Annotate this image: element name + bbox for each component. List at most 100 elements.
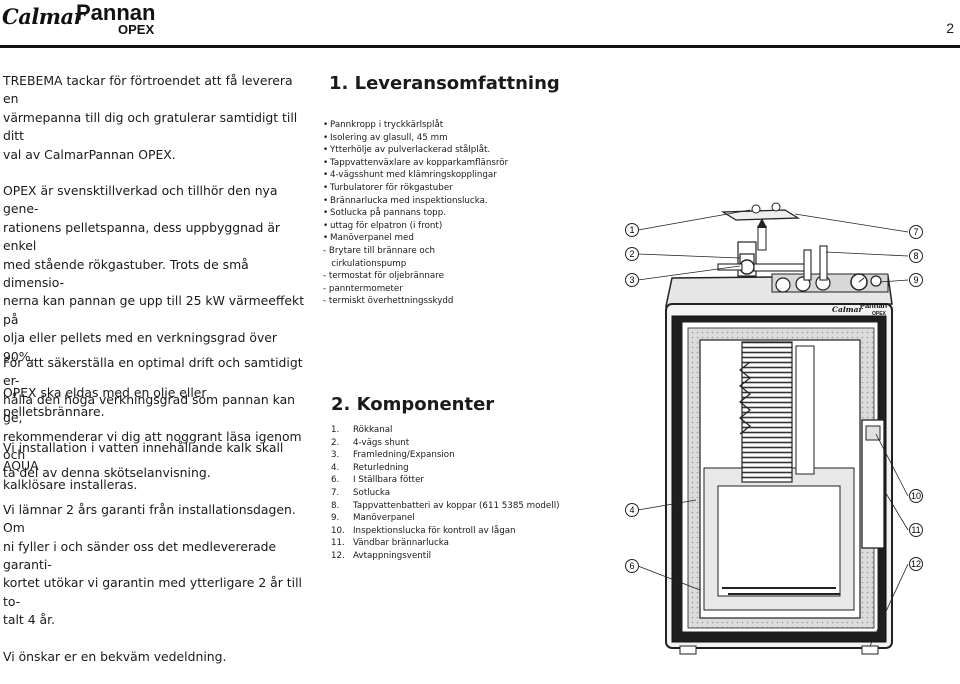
logo-brand-text: Pannan xyxy=(76,0,156,25)
adjustable-foot xyxy=(861,645,879,655)
component-text: Framledning/Expansion xyxy=(353,450,455,461)
list-item: •Manöverpanel med xyxy=(323,232,573,245)
list-item-text: - termiskt överhettningsskydd xyxy=(323,296,454,307)
component-text: I Ställbara fötter xyxy=(353,475,424,486)
component-item: 9. Manöverpanel xyxy=(331,512,591,525)
list-item: - termostat för oljebrännare xyxy=(323,270,573,283)
list-item-text: - Brytare till brännare och xyxy=(323,245,436,256)
list-item-text: Brännarlucka med inspektionslucka. xyxy=(330,195,488,206)
page-number: 2 xyxy=(946,20,954,36)
callout-label: 1 xyxy=(629,225,634,235)
component-item: 8.Tappvattenbatteri av koppar (611 5385 … xyxy=(331,500,591,513)
intro-paragraph: TREBEMA tackar för förtroendet att få le… xyxy=(3,73,298,162)
callout-label: 2 xyxy=(629,249,634,259)
callout-marker: 10 xyxy=(909,489,923,503)
callout-marker: 8 xyxy=(909,249,923,263)
list-item: - Brytare till brännare och xyxy=(323,245,573,258)
component-text: Inspektionslucka för kontroll av lågan xyxy=(353,525,516,536)
bullet-marker: • xyxy=(323,220,329,231)
illustration-logo-brand: Pannan xyxy=(860,301,888,310)
boiler-cutaway-illustration: Calmar Pannan OPEX xyxy=(625,202,923,655)
list-item: - termiskt överhettningsskydd xyxy=(323,295,573,308)
component-item: 2.4-vägs shunt xyxy=(331,437,591,450)
list-item-text: - panntermometer xyxy=(323,283,403,294)
component-number: 8. xyxy=(331,500,340,511)
component-item: 3.Framledning/Expansion xyxy=(331,449,591,462)
callout-markers: 1 2 3 7 8 9 4 6 xyxy=(625,223,923,573)
component-number: 2. xyxy=(331,437,340,448)
component-number: 1. xyxy=(331,425,340,435)
list-item-text: Sotlucka på pannans topp. xyxy=(330,208,446,219)
callout-marker: 2 xyxy=(625,247,639,261)
bullet-marker: • xyxy=(323,182,329,193)
list-item-text: Ytterhölje av pulverlackerad stålplåt. xyxy=(330,145,491,156)
list-item: •Turbulatorer för rökgastuber xyxy=(323,182,573,195)
body-paragraph: Vi lämnar 2 års garanti från installatio… xyxy=(3,501,302,628)
list-item-text: Isolering av glasull, 45 mm xyxy=(330,132,448,143)
list-item-text: 4-vägsshunt med klämringskopplingar xyxy=(330,170,497,181)
illustration-logo-model: OPEX xyxy=(872,311,887,317)
component-item: 10.Inspektionslucka för kontroll av låga… xyxy=(331,525,591,538)
component-text: Rökkanal xyxy=(353,425,393,435)
flue-and-shunt xyxy=(717,202,828,281)
callout-marker: 12 xyxy=(909,557,923,571)
switch-icon xyxy=(775,277,791,293)
warranty-column: För att säkerställa en optimal drift och… xyxy=(3,354,308,684)
callout-marker: 3 xyxy=(625,273,639,287)
intro-paragraph: OPEX ska eldas med en olje eller pellets… xyxy=(3,385,207,419)
bullet-marker: • xyxy=(323,120,329,130)
list-item-text: Manöverpanel med xyxy=(330,233,414,244)
callout-label: 4 xyxy=(629,505,634,515)
callout-label: 11 xyxy=(911,525,920,535)
turbulator xyxy=(739,361,751,435)
list-item-text: uttag för elpatron (i front) xyxy=(330,220,443,231)
bullet-marker: • xyxy=(323,195,329,206)
list-item: •Sotlucka på pannans topp. xyxy=(323,207,573,220)
body-paragraph: Vi önskar er en bekväm vedeldning. xyxy=(3,648,227,664)
list-item: •Ytterhölje av pulverlackerad stålplåt. xyxy=(323,144,573,157)
list-item-text: Turbulatorer för rökgastuber xyxy=(330,182,453,193)
list-item-text: - termostat för oljebrännare xyxy=(323,271,444,282)
list-item: •Tappvattenväxlare av kopparkamflänsrör xyxy=(323,157,573,170)
header-divider xyxy=(0,45,960,48)
section-title-delivery: 1. Leveransomfattning xyxy=(329,73,560,94)
callout-label: 3 xyxy=(629,275,634,285)
callout-marker: 6 xyxy=(625,559,639,573)
component-number: 12. xyxy=(331,550,345,561)
illustration-logo-script: Calmar xyxy=(832,305,863,314)
component-number: 4. xyxy=(331,462,340,473)
bullet-marker: • xyxy=(323,208,329,219)
combustion-chamber xyxy=(699,339,861,619)
callout-marker: 7 xyxy=(909,225,923,239)
bullet-marker: • xyxy=(323,132,329,143)
component-number: 11. xyxy=(331,538,345,549)
component-item: 12. Avtappningsventil xyxy=(331,550,591,563)
callout-label: 8 xyxy=(913,251,918,261)
callout-marker: 9 xyxy=(909,273,923,287)
component-text: Manöverpanel xyxy=(353,513,415,524)
component-number: 6. xyxy=(331,475,340,486)
component-item: 7.Sotlucka xyxy=(331,487,591,500)
callout-marker: 11 xyxy=(909,523,923,537)
component-number: 7. xyxy=(331,487,340,498)
component-text: Avtappningsventil xyxy=(353,550,432,561)
list-item-text: Pannkropp i tryckkärlsplåt xyxy=(330,120,444,130)
list-item-text: cirkulationspump xyxy=(323,258,407,269)
callout-marker: 4 xyxy=(625,503,639,517)
callout-marker: 1 xyxy=(625,223,639,237)
bullet-marker: • xyxy=(323,145,329,156)
list-item: •uttag för elpatron (i front) xyxy=(323,220,573,233)
logo-script-text: Calmar xyxy=(2,4,85,29)
section-title-components: 2. Komponenter xyxy=(331,394,495,415)
callout-label: 7 xyxy=(913,227,918,237)
list-item: •Brännarlucka med inspektionslucka. xyxy=(323,195,573,208)
callout-label: 10 xyxy=(911,491,921,501)
component-number: 9. xyxy=(331,513,340,524)
bullet-marker: • xyxy=(323,157,329,168)
component-item: 6. I Ställbara fötter xyxy=(331,474,591,487)
delivery-list: •Pannkropp i tryckkärlsplåt •Isolering a… xyxy=(323,119,573,308)
callout-label: 9 xyxy=(913,275,918,285)
components-list: 1. Rökkanal 2.4-vägs shunt 3.Framledning/… xyxy=(331,424,591,563)
list-item-text: Tappvattenväxlare av kopparkamflänsrör xyxy=(330,157,509,168)
bullet-marker: • xyxy=(323,233,329,244)
